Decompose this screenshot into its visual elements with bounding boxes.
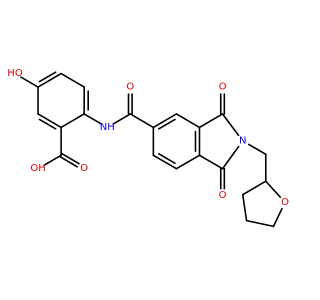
atom-label-o-thf: O bbox=[281, 197, 289, 208]
bond-double bbox=[59, 156, 79, 168]
atom-label-o-imide-bottom: O bbox=[219, 190, 227, 201]
bond-double bbox=[152, 154, 178, 170]
molecule-structure: HO O OH NH O O N O O bbox=[7, 68, 289, 228]
atom-label-o-acid-carbonyl: O bbox=[80, 163, 88, 174]
atom-label-o-hydroxyl: HO bbox=[7, 68, 23, 79]
atom-label-layer: HO O OH NH O O N O O bbox=[7, 68, 289, 208]
bond-single bbox=[221, 145, 240, 170]
bond-double bbox=[152, 113, 178, 129]
bond-double bbox=[61, 152, 80, 165]
atom-label-o-imide-top: O bbox=[219, 82, 227, 93]
bond-single bbox=[272, 207, 283, 228]
bond-single bbox=[241, 193, 248, 222]
bond-double bbox=[38, 71, 57, 83]
bond-single bbox=[175, 154, 201, 170]
bond-single bbox=[112, 113, 132, 125]
bond-single bbox=[60, 113, 85, 129]
bond-single bbox=[247, 143, 267, 156]
bond-single bbox=[264, 180, 282, 198]
atom-label-o-amide: O bbox=[126, 82, 134, 93]
atom-label-n-amide: NH bbox=[100, 122, 115, 133]
bond-double bbox=[38, 118, 57, 130]
bond-double bbox=[158, 153, 176, 165]
bond-single bbox=[175, 113, 201, 129]
bond-double bbox=[158, 118, 176, 130]
bond-single bbox=[83, 113, 102, 125]
bond-single bbox=[129, 113, 155, 129]
atom-label-n-imide: N bbox=[239, 135, 246, 146]
bond-single bbox=[198, 154, 224, 170]
bond-single bbox=[43, 154, 62, 167]
bond-single bbox=[245, 219, 275, 228]
bond-double bbox=[37, 72, 62, 88]
bond-single bbox=[60, 72, 85, 88]
atom-label-o-acid-hydroxyl: OH bbox=[30, 163, 45, 174]
bond-layer bbox=[20, 71, 283, 228]
bond-single bbox=[198, 113, 224, 129]
bond-double bbox=[37, 113, 62, 129]
bond-single bbox=[221, 113, 240, 137]
bond-single bbox=[20, 76, 39, 88]
bond-single bbox=[241, 180, 267, 196]
